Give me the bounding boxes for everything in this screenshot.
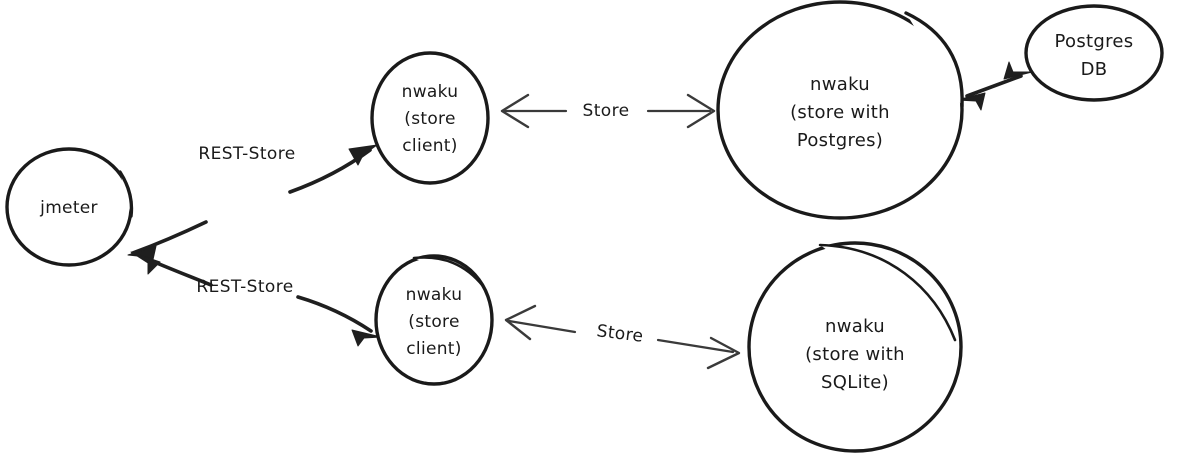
arrowhead-to-postgres-node	[956, 92, 986, 111]
node-nwaku-store-postgres[interactable]: nwaku (store with Postgres)	[716, 0, 964, 220]
arrowhead-open-to-sqlite-node	[706, 336, 741, 370]
edge-postgres-db-segment	[965, 74, 1023, 98]
node-nwaku-store-postgres-label-line-1: nwaku	[810, 74, 870, 95]
node-nwaku-store-client-bottom-sketch-overstroke	[412, 256, 485, 288]
node-nwaku-store-client-bottom-shape	[374, 254, 494, 386]
edge-store-bottom-segment-right	[656, 338, 735, 354]
arrowhead-to-client-top	[348, 144, 378, 166]
node-nwaku-store-client-top-label-line-3: client)	[402, 136, 457, 156]
node-postgres-db[interactable]: Postgres DB	[1024, 4, 1164, 102]
edge-store-bottom[interactable]: Store	[504, 304, 741, 370]
arrowhead-open-to-client-top	[500, 93, 530, 129]
node-nwaku-store-client-top-shape	[370, 51, 490, 185]
node-nwaku-store-client-bottom[interactable]: nwaku (store client)	[374, 254, 494, 386]
edge-label-rest-store-bottom: REST-Store	[196, 277, 293, 297]
node-nwaku-store-sqlite-label-line-3: SQLite)	[821, 372, 889, 393]
edge-rest-store-top[interactable]: REST-Store	[127, 144, 378, 265]
node-nwaku-store-sqlite-sketch-overstroke	[818, 243, 957, 342]
edge-label-rest-store-top: REST-Store	[198, 144, 295, 164]
node-nwaku-store-postgres-sketch-overstroke	[904, 11, 964, 108]
node-nwaku-store-postgres-label-line-2: (store with	[790, 102, 890, 123]
node-nwaku-store-client-top[interactable]: nwaku (store client)	[370, 51, 490, 185]
edge-rest-store-top-segment-left	[131, 220, 208, 255]
node-nwaku-store-client-bottom-label-line-3: client)	[406, 339, 461, 359]
node-postgres-db-label-line-1: Postgres	[1055, 31, 1134, 52]
edge-label-store-bottom: Store	[595, 321, 644, 347]
arrowhead-to-jmeter-bottom	[130, 251, 161, 275]
node-jmeter-label-line-1: jmeter	[39, 198, 98, 218]
edge-store-bottom-segment-left	[507, 319, 577, 334]
edge-store-top[interactable]: Store	[500, 93, 716, 129]
node-postgres-db-label-line-2: DB	[1081, 59, 1108, 80]
node-postgres-db-shape	[1024, 4, 1164, 102]
arrowhead-to-postgres-db	[1003, 61, 1033, 80]
edge-rest-store-bottom[interactable]: REST-Store	[130, 251, 382, 347]
arrowhead-open-to-client-bottom	[504, 304, 537, 341]
node-nwaku-store-sqlite[interactable]: nwaku (store with SQLite)	[747, 241, 963, 453]
node-nwaku-store-postgres-label-line-3: Postgres)	[797, 130, 883, 151]
node-jmeter[interactable]: jmeter	[5, 147, 134, 267]
node-nwaku-store-client-bottom-label-line-2: (store	[408, 312, 459, 332]
edge-postgres-db[interactable]	[956, 61, 1033, 111]
node-nwaku-store-client-top-label-line-2: (store	[404, 109, 455, 129]
edge-rest-store-bottom-segment-right	[296, 295, 373, 333]
node-nwaku-store-client-top-label-line-1: nwaku	[402, 82, 459, 102]
node-nwaku-store-sqlite-label-line-1: nwaku	[825, 316, 885, 337]
node-nwaku-store-client-bottom-label-line-1: nwaku	[406, 285, 463, 305]
node-nwaku-store-sqlite-label-line-2: (store with	[805, 344, 905, 365]
arrowhead-open-to-postgres-node	[686, 93, 716, 129]
arrowhead-to-client-bottom	[351, 329, 382, 347]
edge-label-store-top: Store	[583, 101, 630, 121]
node-jmeter-sketch-overstroke	[118, 170, 134, 218]
node-nwaku-store-postgres-shape	[716, 0, 964, 220]
